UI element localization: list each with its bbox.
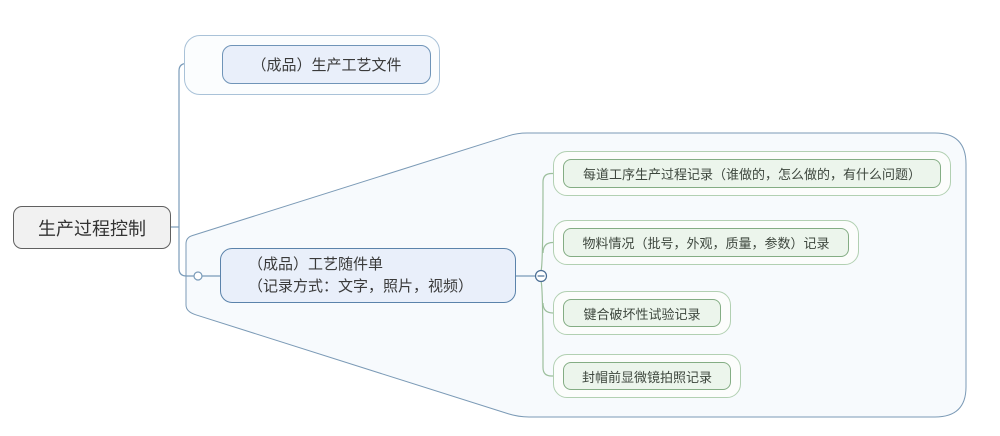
- node-process-documents[interactable]: （成品）生产工艺文件: [222, 45, 431, 84]
- connector-to-child-2: [542, 241, 563, 254]
- node-precap-microscope-photo-record[interactable]: 封帽前显微镜拍照记录: [563, 362, 731, 390]
- connector-to-child-3: [542, 302, 563, 314]
- child-connectors: [540, 172, 563, 377]
- connector-root-to-mid: [178, 227, 194, 277]
- node-process-traveler[interactable]: （成品）工艺随件单 （记录方式：文字，照片，视频）: [220, 248, 516, 303]
- process-traveler-line1: （成品）工艺随件单: [248, 255, 384, 273]
- node-material-status-record[interactable]: 物料情况（批号，外观，质量，参数）记录: [563, 228, 849, 257]
- node-bond-destructive-test-record[interactable]: 键合破坏性试验记录: [563, 299, 721, 327]
- collapse-minus-icon[interactable]: [534, 269, 548, 283]
- process-traveler-line2: （记录方式：文字，照片，视频）: [248, 277, 474, 295]
- junction-dot-mid: [193, 271, 203, 281]
- summary-boundary-shape: [185, 132, 967, 418]
- connector-to-child-1: [540, 172, 563, 272]
- connector-to-child-4: [540, 280, 563, 377]
- node-production-process-control[interactable]: 生产过程控制: [13, 206, 171, 249]
- node-process-step-record[interactable]: 每道工序生产过程记录（谁做的，怎么做的，有什么问题）: [563, 159, 941, 188]
